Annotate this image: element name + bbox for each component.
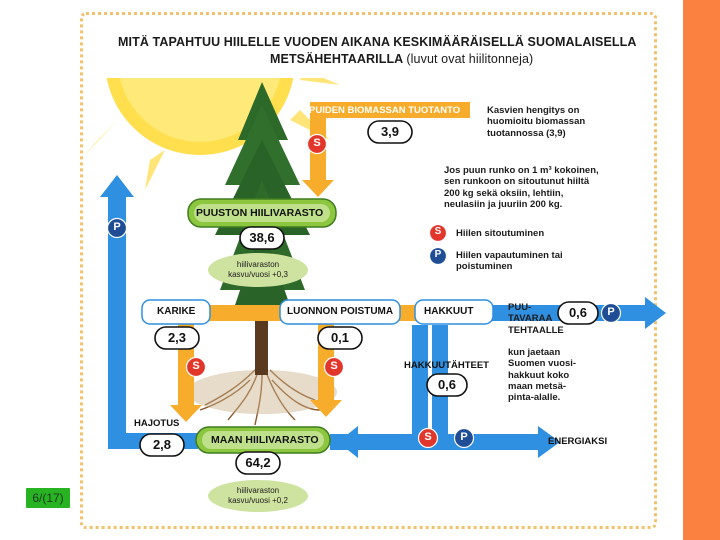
timber-value-oval <box>557 301 599 325</box>
harvest-label-box <box>414 299 494 325</box>
natural-loss-label: LUONNON POISTUMA <box>287 306 394 317</box>
sun-icon <box>84 78 340 190</box>
title-unit: (luvut ovat hiilitonneja) <box>406 52 534 66</box>
natural-loss-label-box <box>279 299 401 325</box>
legend-p-letter: P <box>434 249 442 260</box>
timber-value: 0,6 <box>568 305 588 320</box>
residues-value-oval <box>426 373 468 397</box>
karike-value-oval <box>154 326 200 350</box>
s-letter-residues: S <box>424 431 432 443</box>
tree-storage-box <box>187 198 337 228</box>
s-badge-natural-loss <box>323 356 345 378</box>
s-letter-biomass: S <box>313 137 321 149</box>
s-badge-karike <box>185 356 207 378</box>
p-letter-timber: P <box>607 306 615 318</box>
biomass-value: 3,9 <box>380 124 400 139</box>
info-note: Jos puun runko on 1 m³ kokoinen, sen run… <box>444 165 599 210</box>
residues-label: HAKKUUTÄHTEET <box>404 360 489 371</box>
s-letter-karike: S <box>192 360 200 372</box>
p-letter-energy: P <box>460 431 468 443</box>
energy-label: ENERGIAKSI <box>548 436 608 447</box>
roots-icon <box>199 369 321 426</box>
diagram-frame <box>80 12 657 529</box>
soil-growth-text: hiilivaraston kasvu/vuosi +0,2 <box>228 486 288 505</box>
slide-number-badge: 6/(17) <box>26 488 70 508</box>
karike-label-box <box>141 299 211 325</box>
tree-storage-value-oval <box>239 226 285 250</box>
title-line-2: METSÄHEHTAARILLA (luvut ovat hiilitonnej… <box>118 51 637 68</box>
p-badge-energy <box>453 427 475 449</box>
p-badge-left <box>106 217 128 239</box>
decomposition-value-oval <box>139 433 185 457</box>
diagram-title: MITÄ TAPAHTUU HIILELLE VUODEN AIKANA KES… <box>118 34 637 68</box>
orange-side-bar <box>683 0 720 540</box>
natural-loss-value: 0,1 <box>330 330 350 345</box>
s-badge-residues <box>417 427 439 449</box>
legend-s-text: Hiilen sitoutuminen <box>456 228 545 239</box>
harvest-label: HAKKUUT <box>424 306 474 317</box>
soil-storage-label: MAAN HIILIVARASTO <box>211 434 319 446</box>
legend-s-letter: S <box>434 226 442 237</box>
soil-storage-value: 64,2 <box>245 455 271 470</box>
title-line-1: MITÄ TAPAHTUU HIILELLE VUODEN AIKANA KES… <box>118 35 637 49</box>
tree-storage-value: 38,6 <box>249 230 275 245</box>
title-bold-part: METSÄHEHTAARILLA <box>270 52 403 66</box>
s-badge-biomass <box>306 133 328 155</box>
tree-storage-label: PUUSTON HIILIVARASTO <box>196 207 324 219</box>
p-badge-timber <box>600 302 622 324</box>
soil-storage-value-oval <box>235 451 281 475</box>
decomposition-label: HAJOTUS <box>134 418 180 429</box>
tree-growth-bubble <box>208 253 308 287</box>
timber-label: PUU- TAVARAA TEHTAALLE <box>508 302 564 336</box>
biomass-value-oval <box>367 120 413 144</box>
karike-value: 2,3 <box>167 330 187 345</box>
tree-growth-text: hiilivaraston kasvu/vuosi +0,3 <box>228 260 288 279</box>
legend-s-badge <box>428 223 448 243</box>
soil-growth-bubble <box>208 480 308 512</box>
legend-p-text: Hiilen vapautuminen tai poistuminen <box>456 250 563 273</box>
biomass-note: Kasvien hengitys on huomioitu biomassan … <box>487 105 586 139</box>
p-letter-left: P <box>113 221 121 233</box>
residues-value: 0,6 <box>437 377 457 392</box>
legend-p-badge <box>428 246 448 266</box>
decomposition-value: 2,8 <box>152 437 172 452</box>
s-letter-natural-loss: S <box>330 360 338 372</box>
biomass-label: PUIDEN BIOMASSAN TUOTANTO <box>309 105 461 116</box>
karike-label: KARIKE <box>157 306 196 317</box>
timber-note: kun jaetaan Suomen vuosi- hakkuut koko m… <box>508 347 577 404</box>
natural-loss-value-oval <box>317 326 363 350</box>
